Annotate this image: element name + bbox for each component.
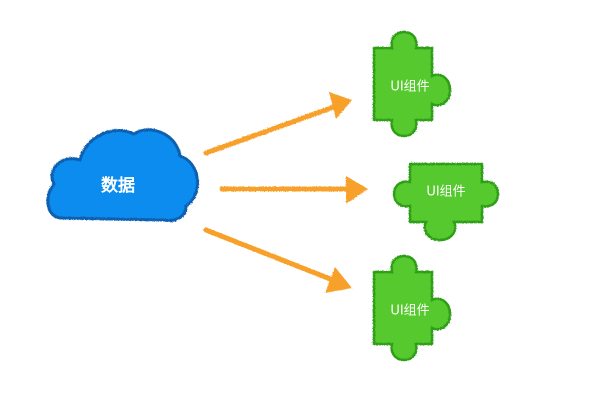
arrow-to-top-component [203,92,352,156]
arrow-to-bottom-component [203,227,352,293]
ui-component-label: UI组件 [390,304,429,319]
ui-component-middle: UI组件 [392,162,500,242]
ui-component-top: UI组件 [372,30,452,138]
puzzle-piece-icon [392,162,500,242]
ui-component-label: UI组件 [390,80,429,95]
cloud-label: 数据 [101,175,135,196]
ui-component-bottom: UI组件 [372,254,452,362]
cloud-icon [46,128,199,222]
arrows-group [203,92,368,293]
arrow-to-middle-component [219,176,368,204]
data-source-cloud: 数据 [46,128,199,222]
ui-component-label: UI组件 [426,185,465,200]
